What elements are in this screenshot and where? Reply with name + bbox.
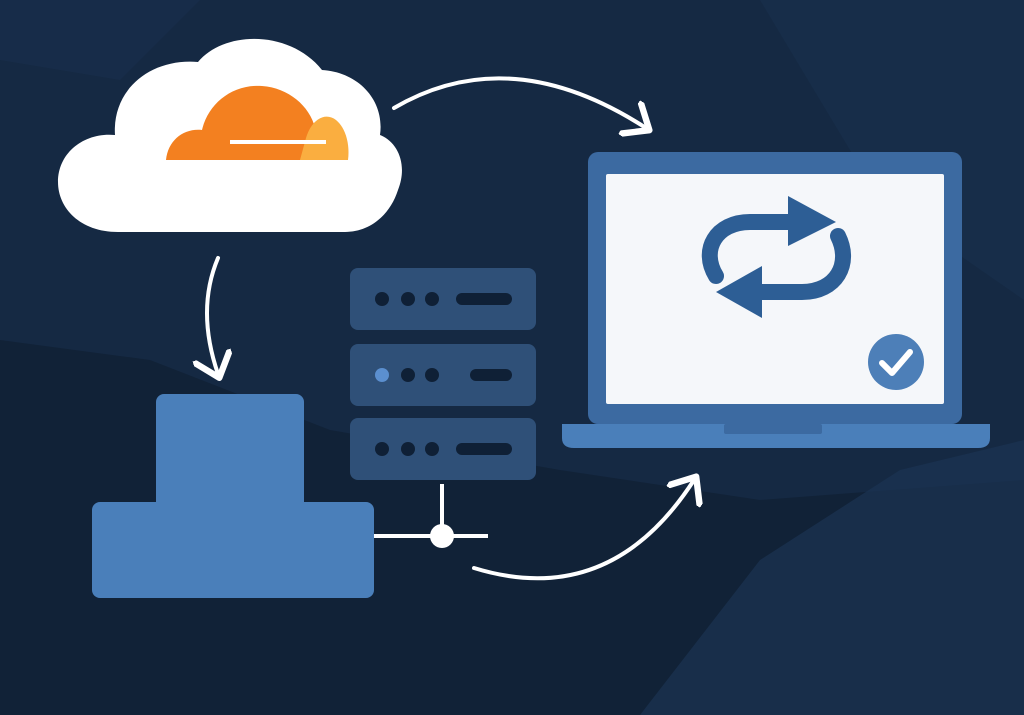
flow-arrows [207,76,694,581]
arrow-cloud-to-laptop [392,76,646,128]
check-badge-icon [868,334,924,390]
network-connection [374,484,488,548]
sync-arrows-icon [701,196,851,318]
cloudflare-logo [166,85,349,160]
arrow-cloud-to-device [207,256,218,374]
connection-node [430,524,454,548]
cloudflare-cloud-icon [58,38,402,232]
laptop-icon [562,152,990,448]
network-device-icon [92,394,374,598]
status-led-icon [375,368,389,382]
server-unit-active [350,344,536,406]
server-rack-icon [350,268,536,480]
arrow-device-to-laptop [472,480,694,581]
server-unit [350,418,536,480]
server-unit [350,268,536,330]
